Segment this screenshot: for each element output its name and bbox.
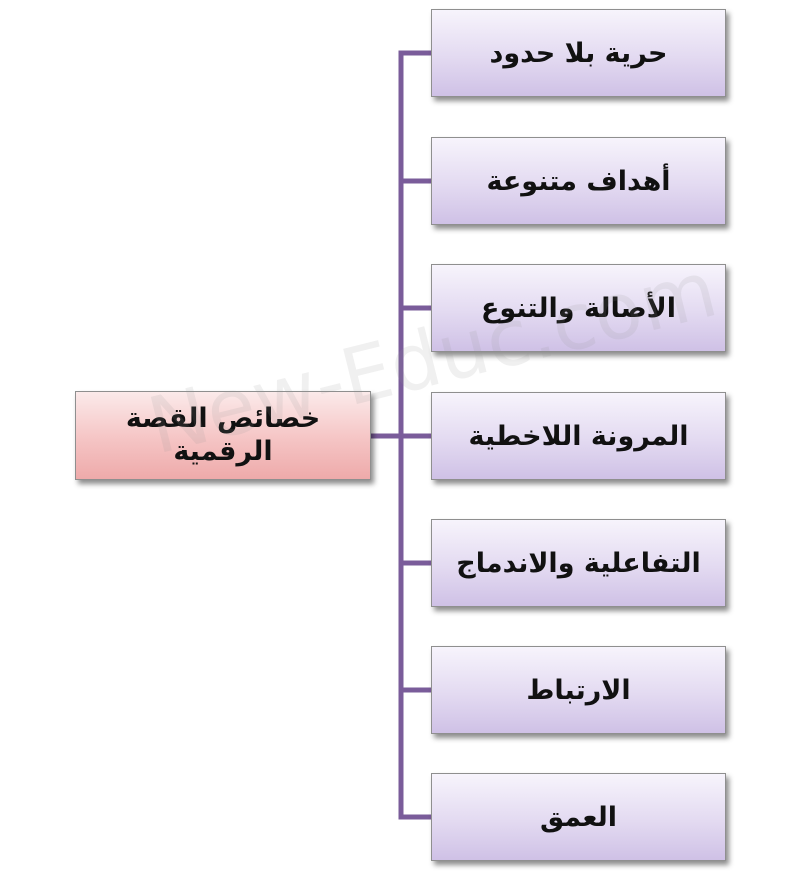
child-node-1: حرية بلا حدود [431, 9, 726, 97]
child-node-7: العمق [431, 773, 726, 861]
root-node: خصائص القصة الرقمية [75, 391, 371, 480]
child-node-5: التفاعلية والاندماج [431, 519, 726, 607]
root-label-line-1: خصائص القصة [125, 403, 321, 435]
child-node-3: الأصالة والتنوع [431, 264, 726, 352]
root-label-line-2: الرقمية [173, 435, 273, 467]
child-node-2: أهداف متنوعة [431, 137, 726, 225]
child-node-4: المرونة اللاخطية [431, 392, 726, 480]
child-node-6: الارتباط [431, 646, 726, 734]
